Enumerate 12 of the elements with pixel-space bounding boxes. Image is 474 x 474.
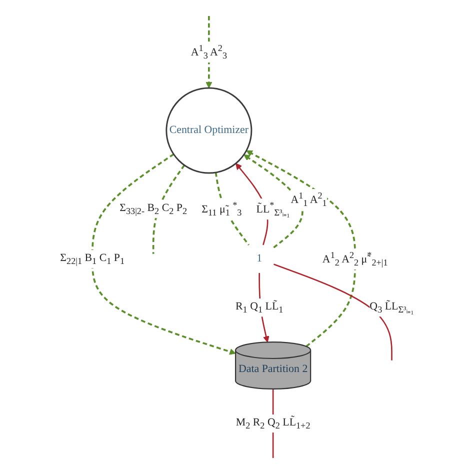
edge-label: Σ$_{22|1}$ B$_{1}$ C$_{1}$ P$_{1}$ (60, 252, 125, 266)
edge-label: M$_{2}$ R$_{2}$ Q$_{2}$ LL̃$_{1+2}$ (236, 416, 310, 430)
edge-label: Q$_{3}$ L̃L$_{Σ³ᵢ₌₁}$ (370, 300, 414, 315)
connector (274, 264, 392, 360)
arrow (91, 153, 236, 355)
node-text: 1 (256, 252, 262, 265)
connector (152, 164, 186, 254)
node-circle: Central Optimizer (166, 87, 252, 174)
edge-label: R$_{1}$ Q$_{1}$ LL̃$_{1}$ (236, 300, 284, 315)
arrow (244, 154, 304, 248)
edge-label: Σ$_{33|2-}$ B$_{2}$ C$_{2}$ P$_{2}$ (120, 202, 188, 216)
arrow (246, 150, 356, 348)
